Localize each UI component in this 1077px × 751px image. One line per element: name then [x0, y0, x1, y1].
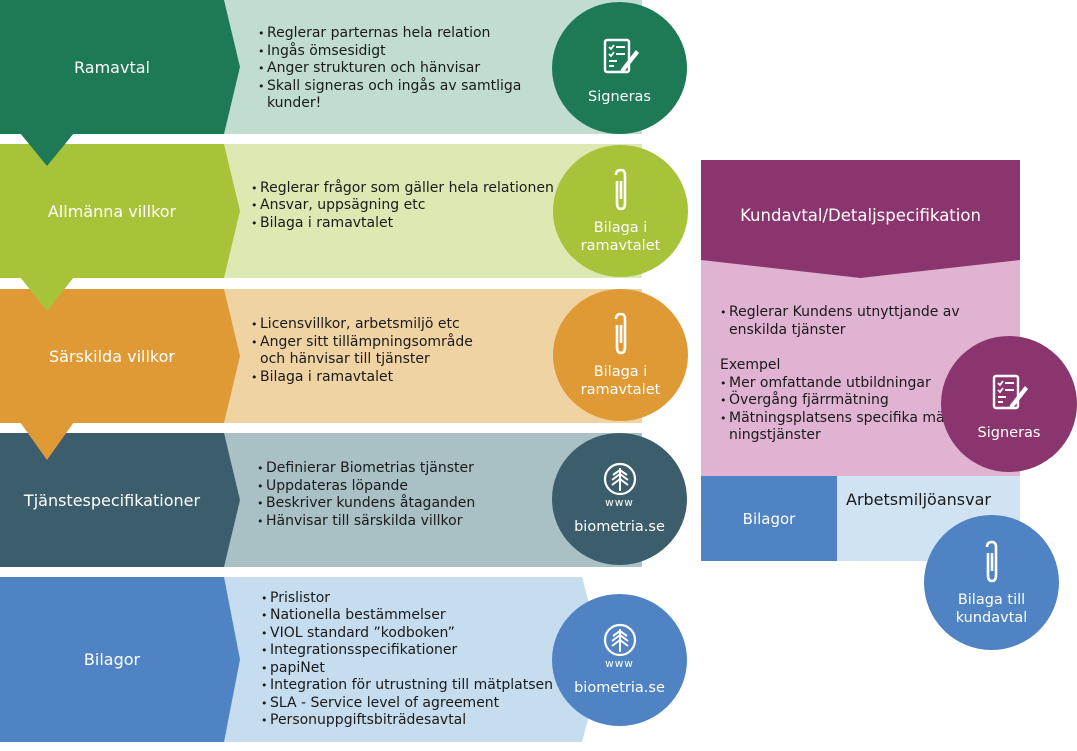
- document-sign-icon: [603, 38, 639, 74]
- kundavtal-example-bullets: Mer omfattande utbildningar Övergång fjä…: [720, 375, 965, 445]
- bullet: Hänvisar till särskilda villkor: [257, 513, 475, 531]
- bullet: Bilaga i ramavtalet: [251, 369, 500, 387]
- bullet: VIOL standard ”kodboken”: [261, 625, 553, 643]
- bilagor-bullets: Prislistor Nationella bestämmelser VIOL …: [261, 590, 553, 730]
- bullet: Definierar Biometrias tjänster: [257, 460, 475, 478]
- bullet: Integration för utrustning till mätplats…: [261, 677, 553, 695]
- bilagor-badge: www biometria.se: [552, 594, 687, 726]
- kundavtal-badge-text: Signeras: [977, 425, 1041, 441]
- bullet: Integrationsspecifikationer: [261, 642, 553, 660]
- bullet: Personuppgiftsbiträdesavtal: [261, 712, 553, 730]
- bullet: Anger strukturen och hänvisar: [258, 60, 527, 78]
- bullet: Övergång fjärrmätning: [720, 392, 965, 410]
- paperclip-icon: [614, 312, 626, 355]
- bullet: Reglerar frågor som gäller hela relation…: [251, 180, 554, 198]
- sarskilda-label-box: Särskilda villkor: [0, 289, 240, 423]
- sarskilda-badge: Bilaga i ramavtalet: [553, 289, 688, 421]
- tjanst-badge-www: www: [605, 497, 634, 509]
- kundavtal-title: Kundavtal/Detaljspecifikation: [740, 206, 981, 225]
- bullet: papiNet: [261, 660, 553, 678]
- bullet: Prislistor: [261, 590, 553, 608]
- bullet: Ingås ömsesidigt: [258, 43, 527, 61]
- ramavtal-title: Ramavtal: [74, 57, 150, 77]
- bullet: Beskriver kundens åtaganden: [257, 495, 475, 513]
- allmanna-badge-line2: ramavtalet: [580, 238, 661, 254]
- bilagor-content: Prislistor Nationella bestämmelser VIOL …: [222, 577, 604, 742]
- kundavtal-bullets: Reglerar Kundens utnyttjande av enskilda…: [720, 304, 965, 339]
- bullet: SLA - Service level of agreement: [261, 695, 553, 713]
- document-sign-icon: [992, 374, 1028, 410]
- paperclip-icon: [614, 168, 626, 211]
- bullet: Nationella bestämmelser: [261, 607, 553, 625]
- kundavtal-header: Kundavtal/Detaljspecifikation: [701, 160, 1020, 278]
- kundavtal-body: Reglerar Kundens utnyttjande av enskilda…: [720, 304, 965, 445]
- bullet: Bilaga i ramavtalet: [251, 215, 554, 233]
- biometria-logo-icon: [603, 623, 636, 657]
- bilagor-badge-www: www: [605, 658, 634, 670]
- tjanst-title: Tjänstespecifikationer: [23, 490, 201, 510]
- tjanst-bullets: Definierar Biometrias tjänster Uppdatera…: [257, 460, 475, 530]
- bullet: Mätningsplatsens specifika mät ningstjän…: [720, 410, 964, 445]
- ramavtal-badge-text: Signeras: [588, 89, 651, 105]
- sarskilda-badge-line2: ramavtalet: [580, 382, 661, 398]
- bullet: Ansvar, uppsägning etc: [251, 197, 554, 215]
- arbetsmiljo-label: Arbetsmiljöansvar: [846, 490, 991, 509]
- sarskilda-badge-line1: Bilaga i: [593, 364, 648, 380]
- bullet: Skall signeras och ingås av samtliga kun…: [258, 78, 527, 113]
- tjanst-badge-url: biometria.se: [574, 519, 665, 535]
- ramavtal-label-box: Ramavtal: [0, 0, 240, 134]
- sarskilda-bullets: Licensvillkor, arbetsmiljö etc Anger sit…: [251, 316, 500, 386]
- tjanst-badge: www biometria.se: [552, 433, 687, 565]
- bullet: Anger sitt tillämpningsområde och hänvis…: [251, 334, 500, 369]
- kundavtal-attach-line1: Bilaga till: [957, 591, 1026, 608]
- bullet: Licensvillkor, arbetsmiljö etc: [251, 316, 500, 334]
- tjanst-label-box: Tjänstespecifikationer: [0, 433, 240, 567]
- paperclip-icon: [985, 540, 997, 582]
- bullet: Reglerar Kundens utnyttjande av enskilda…: [720, 304, 965, 339]
- bullet: Mer omfattande utbildningar: [720, 375, 965, 393]
- ramavtal-bullets: Reglerar parternas hela relation Ingås ö…: [258, 25, 527, 113]
- kundavtal-example-heading: Exempel: [720, 357, 781, 373]
- kundavtal-attach-badge: Bilaga till kundavtal: [924, 515, 1059, 650]
- allmanna-pointer: [20, 277, 74, 311]
- bilagor-label-box: Bilagor: [0, 577, 240, 742]
- sarskilda-title: Särskilda villkor: [49, 346, 175, 366]
- bullet: Reglerar parternas hela relation: [258, 25, 527, 43]
- bilagor-badge-url: biometria.se: [574, 680, 665, 696]
- bullet: Uppdateras löpande: [257, 478, 475, 496]
- kundavtal-attach-line2: kundavtal: [955, 609, 1028, 626]
- allmanna-badge: Bilaga i ramavtalet: [553, 145, 688, 277]
- kundavtal-badge: Signeras: [941, 336, 1077, 472]
- kundavtal-bilagor-box: Bilagor: [701, 476, 837, 561]
- biometria-logo-icon: [603, 462, 636, 496]
- kundavtal-bilagor-label: Bilagor: [742, 509, 796, 528]
- allmanna-badge-line1: Bilaga i: [593, 220, 648, 236]
- allmanna-label-box: Allmänna villkor: [0, 144, 240, 278]
- allmanna-bullets: Reglerar frågor som gäller hela relation…: [251, 180, 554, 233]
- ramavtal-pointer: [20, 133, 74, 166]
- bilagor-title: Bilagor: [83, 650, 141, 669]
- allmanna-title: Allmänna villkor: [47, 201, 177, 221]
- row-bilagor: Prislistor Nationella bestämmelser VIOL …: [0, 577, 700, 742]
- ramavtal-badge: Signeras: [552, 2, 687, 134]
- sarskilda-pointer: [20, 422, 74, 460]
